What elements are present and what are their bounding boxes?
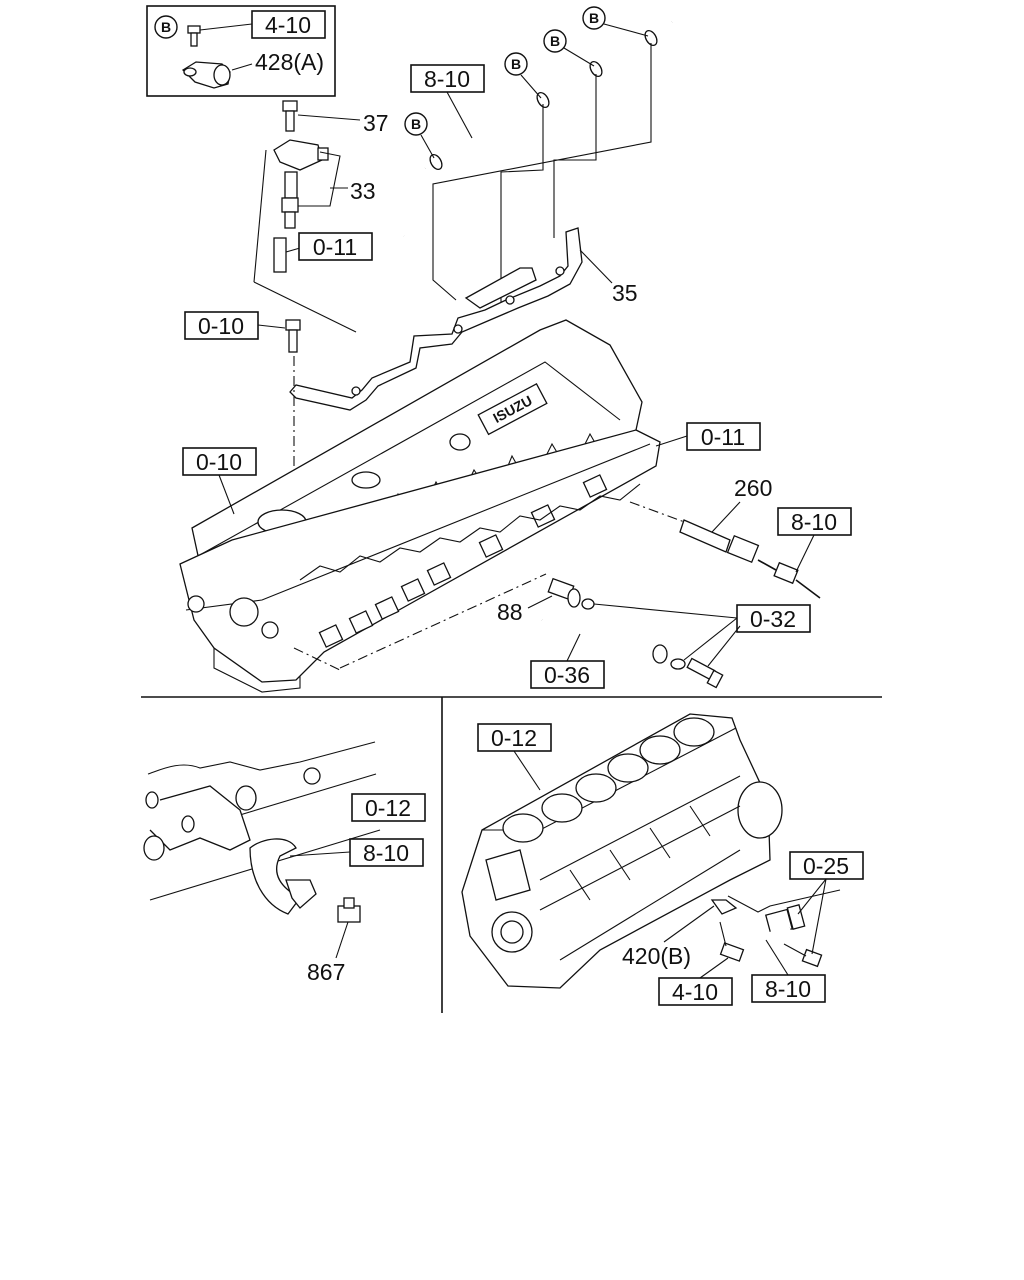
cylinder-head: ISUZU — [179, 319, 661, 693]
bottom-left-detail — [143, 741, 381, 959]
ref-box-8-10-pipe[interactable] — [410, 64, 485, 93]
part-label-420b: 420(B) — [622, 943, 691, 969]
sensor-assembly — [253, 100, 361, 333]
part-label-260: 260 — [734, 475, 772, 501]
b-marker-circle — [154, 15, 178, 39]
oil-pipe-0-36 — [540, 617, 668, 664]
clip-420b — [710, 899, 738, 915]
breather-hose-group: B B B B 8-10 — [403, 6, 674, 302]
ref-text-4-10: 4-10 — [265, 12, 311, 38]
svg-text:B: B — [511, 56, 521, 72]
part-label-37: 37 — [363, 110, 389, 136]
ref-text-0-12-left: 0-12 — [365, 795, 411, 821]
part-label-33: 33 — [350, 178, 376, 204]
ref-box-0-12-left[interactable] — [351, 793, 426, 822]
ref-box-0-11-sensor[interactable] — [298, 232, 373, 261]
ref-box-4-10[interactable] — [251, 10, 326, 39]
b-marker-3: B — [504, 52, 542, 99]
ref-box-8-10-block[interactable] — [751, 974, 826, 1003]
ref-box-8-10-sensor[interactable] — [777, 507, 852, 536]
sensor-fitting-0-25 — [727, 889, 841, 968]
ref-text-0-32: 0-32 — [750, 606, 796, 632]
ref-box-0-36[interactable] — [530, 660, 605, 689]
ref-text-4-10-block: 4-10 — [672, 979, 718, 1005]
svg-text:B: B — [589, 10, 599, 26]
fitting-88 — [547, 577, 581, 608]
bolt-4-10 — [719, 921, 745, 962]
ref-box-4-10-block[interactable] — [658, 977, 733, 1006]
ref-box-0-10-head[interactable] — [182, 447, 257, 476]
clip-part-icon — [181, 61, 253, 89]
part-label-867: 867 — [307, 959, 345, 985]
b-marker-2: B — [543, 29, 595, 67]
b-marker-4: B — [404, 112, 435, 159]
bolt-icon — [187, 23, 253, 47]
ref-text-0-12-right: 0-12 — [491, 725, 537, 751]
part-label-35: 35 — [612, 280, 638, 306]
b-marker-1: B — [582, 6, 649, 37]
ref-box-0-25[interactable] — [789, 851, 864, 880]
inset-frame — [146, 5, 336, 97]
ref-text-0-10-head: 0-10 — [196, 449, 242, 475]
ref-text-8-10-left: 8-10 — [363, 840, 409, 866]
bolt-0-10-icon — [285, 319, 301, 353]
ref-box-0-10-bolt[interactable] — [184, 311, 259, 340]
ref-box-0-12-right[interactable] — [477, 723, 552, 752]
part-label-88: 88 — [497, 599, 523, 625]
banjo-bolt — [686, 657, 724, 689]
ref-box-0-32[interactable] — [736, 604, 811, 633]
ref-text-0-11-head: 0-11 — [701, 424, 745, 450]
ref-box-0-11-head[interactable] — [686, 422, 761, 451]
ref-text-8-10-sensor: 8-10 — [791, 509, 837, 535]
temp-sensor-260 — [679, 519, 821, 599]
inset-panel: B 4-10 428(A) — [146, 5, 336, 97]
engine-block — [461, 713, 783, 989]
svg-text:B: B — [411, 116, 421, 132]
ref-text-0-25: 0-25 — [803, 853, 849, 879]
ref-text-8-10-block: 8-10 — [765, 976, 811, 1002]
ref-box-8-10-left[interactable] — [349, 838, 424, 867]
b-marker-text: B — [161, 19, 171, 35]
ref-text-0-36: 0-36 — [544, 662, 590, 688]
svg-text:B: B — [550, 33, 560, 49]
bolt-867 — [337, 897, 361, 923]
ref-text-8-10-pipe: 8-10 — [424, 66, 470, 92]
part-label-428a: 428(A) — [255, 49, 324, 75]
ref-text-0-10-bolt: 0-10 — [198, 313, 244, 339]
hose-8-10 — [249, 838, 301, 915]
harness-bracket — [289, 227, 613, 411]
ref-text-0-11-sensor: 0-11 — [313, 234, 357, 260]
